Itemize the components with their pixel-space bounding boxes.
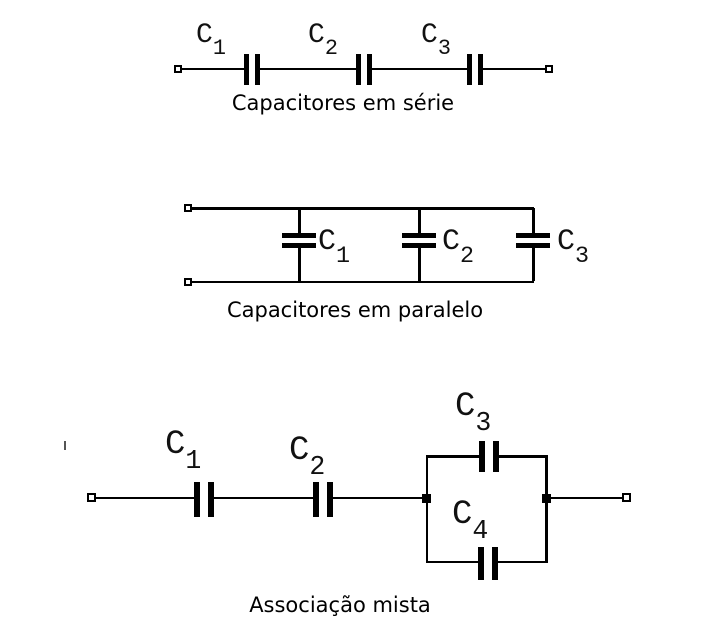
- label-base: C: [452, 496, 473, 534]
- label-sub: 1: [336, 243, 351, 270]
- label-sub: 1: [212, 36, 226, 61]
- label-series-c1: C1: [196, 20, 226, 60]
- capacitor-symbol-series-c3: [467, 54, 483, 85]
- mixed-box-right-wire: [545, 455, 548, 563]
- label-base: C: [196, 20, 213, 51]
- series-left-terminal: [174, 65, 182, 73]
- mixed-right-wire: [547, 496, 627, 499]
- series-caption: Capacitores em série: [231, 91, 455, 115]
- mixed-left-terminal: [87, 493, 96, 502]
- parallel-top-terminal: [184, 204, 192, 212]
- parallel-top-wire: [192, 207, 534, 210]
- mixed-left-wire: [96, 496, 427, 499]
- label-base: C: [308, 20, 325, 51]
- label-sub: 2: [324, 36, 338, 61]
- capacitor-symbol-parallel-c3: [516, 233, 550, 248]
- label-mixed-c3: C3: [455, 388, 491, 436]
- label-base: C: [318, 225, 337, 259]
- stray-tick-mark: [64, 441, 66, 450]
- label-base: C: [165, 426, 186, 464]
- label-mixed-c2: C2: [289, 432, 325, 480]
- label-base: C: [455, 388, 476, 426]
- label-sub: 3: [575, 243, 590, 270]
- label-sub: 2: [309, 451, 326, 482]
- mixed-caption: Associação mista: [249, 593, 431, 617]
- label-base: C: [442, 225, 461, 259]
- label-sub: 2: [460, 243, 475, 270]
- capacitor-symbol-mixed-c3: [479, 441, 499, 472]
- label-sub: 1: [185, 445, 202, 476]
- label-sub: 3: [475, 407, 492, 438]
- label-mixed-c4: C4: [452, 496, 488, 544]
- label-mixed-c1: C1: [165, 426, 201, 474]
- label-parallel-c3: C3: [557, 225, 589, 269]
- capacitor-symbol-series-c2: [356, 54, 372, 85]
- capacitor-symbol-mixed-c4: [478, 547, 498, 580]
- parallel-bottom-terminal: [184, 277, 192, 286]
- series-right-terminal: [545, 65, 553, 73]
- capacitor-symbol-mixed-c2: [313, 482, 333, 517]
- label-base: C: [289, 432, 310, 470]
- capacitor-symbol-mixed-c1: [194, 482, 214, 517]
- label-base: C: [557, 225, 576, 259]
- parallel-bottom-wire: [192, 280, 534, 283]
- label-base: C: [421, 20, 438, 51]
- mixed-box-left-wire: [425, 455, 428, 563]
- label-sub: 4: [472, 515, 489, 546]
- label-parallel-c2: C2: [442, 225, 474, 269]
- junction-dot-right: [542, 494, 551, 503]
- capacitor-symbol-series-c1: [244, 54, 260, 85]
- label-sub: 3: [437, 36, 451, 61]
- mixed-right-terminal: [622, 493, 631, 502]
- label-series-c3: C3: [421, 20, 451, 60]
- capacitor-symbol-parallel-c1: [282, 233, 316, 248]
- label-series-c2: C2: [308, 20, 338, 60]
- parallel-caption: Capacitores em paralelo: [226, 298, 484, 322]
- junction-dot-left: [422, 494, 431, 503]
- label-parallel-c1: C1: [318, 225, 350, 269]
- capacitor-symbol-parallel-c2: [402, 233, 436, 248]
